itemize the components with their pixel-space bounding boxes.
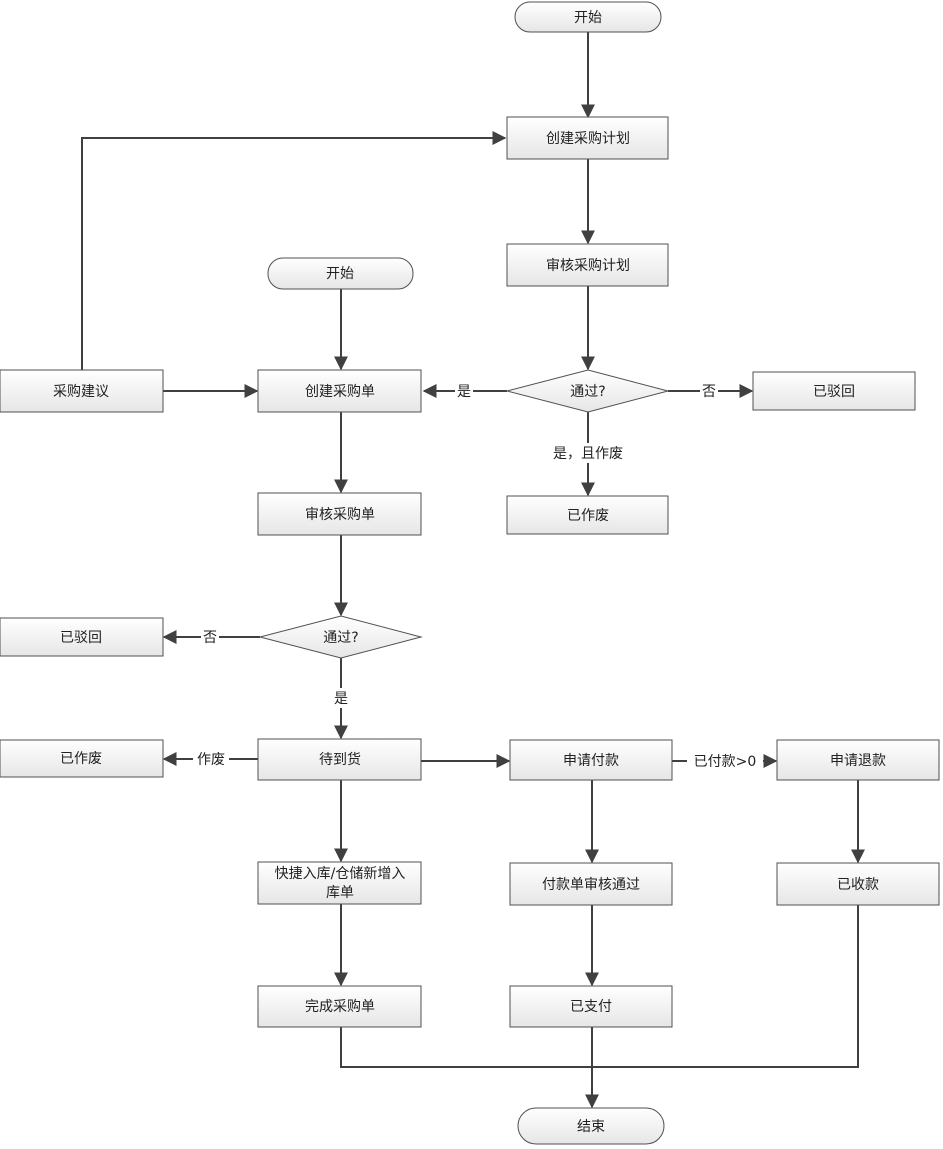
inbound-box xyxy=(257,861,422,905)
start-top-text: 开始 xyxy=(574,10,602,26)
complete-order-text: 完成采购单 xyxy=(305,999,375,1015)
suggestion-box xyxy=(0,369,164,413)
payment-approved-text: 付款单审核通过 xyxy=(542,877,640,893)
label-plan-yes: 是 xyxy=(457,384,471,400)
start-mid-text: 开始 xyxy=(326,266,354,282)
inbound-text-line1: 快捷入库/仓储新增入 xyxy=(275,866,406,882)
edge-received-to-merge xyxy=(592,905,859,1068)
edge-complete-to-merge xyxy=(340,1027,592,1068)
order-pass-text: 通过? xyxy=(323,630,358,646)
refund-received-text: 已收款 xyxy=(837,877,879,893)
plan-rejected-box xyxy=(752,371,916,411)
review-plan-text: 审核采购计划 xyxy=(546,258,630,274)
start-terminal-mid xyxy=(267,257,414,290)
edge-suggestion-to-create-plan xyxy=(81,131,507,370)
order-rejected-text: 已驳回 xyxy=(60,630,102,646)
start-terminal-top xyxy=(514,1,662,33)
awaiting-voided-text: 已作废 xyxy=(60,751,102,767)
label-order-no: 否 xyxy=(203,630,217,646)
create-plan-box xyxy=(506,116,669,160)
order-rejected-box xyxy=(0,617,164,657)
review-order-box xyxy=(257,492,422,536)
suggestion-text: 采购建议 xyxy=(53,384,109,400)
plan-voided-text: 已作废 xyxy=(567,508,609,524)
apply-refund-text: 申请退款 xyxy=(830,753,886,769)
plan-rejected-text: 已驳回 xyxy=(813,384,855,400)
label-void: 作废 xyxy=(197,752,225,768)
awaiting-text: 待到货 xyxy=(319,751,361,768)
plan-voided-box xyxy=(506,495,669,535)
complete-order-box xyxy=(257,985,422,1028)
refund-received-box xyxy=(776,862,940,906)
label-paid-gt-zero: 已付款>0 xyxy=(694,754,757,770)
apply-refund-box xyxy=(776,739,940,781)
review-order-text: 审核采购单 xyxy=(305,507,375,523)
plan-pass-text: 通过? xyxy=(570,384,605,400)
end-text: 结束 xyxy=(577,1119,605,1135)
create-plan-text: 创建采购计划 xyxy=(546,131,630,147)
label-plan-yes-void: 是，且作废 xyxy=(553,446,623,462)
awaiting-voided-box xyxy=(0,739,164,778)
payment-approved-box xyxy=(509,862,673,906)
create-order-box xyxy=(257,369,422,413)
create-order-text: 创建采购单 xyxy=(305,384,375,400)
review-plan-box xyxy=(506,243,669,287)
paid-box xyxy=(509,985,673,1028)
end-terminal xyxy=(517,1107,665,1145)
label-plan-no: 否 xyxy=(702,384,716,400)
order-pass-decision xyxy=(258,615,423,659)
paid-text: 已支付 xyxy=(570,999,612,1015)
plan-pass-decision xyxy=(505,369,670,413)
apply-payment-text: 申请付款 xyxy=(563,753,619,769)
label-order-yes: 是 xyxy=(334,691,348,707)
inbound-text-line2: 库单 xyxy=(326,885,354,901)
apply-payment-box xyxy=(509,739,673,781)
awaiting-box xyxy=(257,738,422,781)
